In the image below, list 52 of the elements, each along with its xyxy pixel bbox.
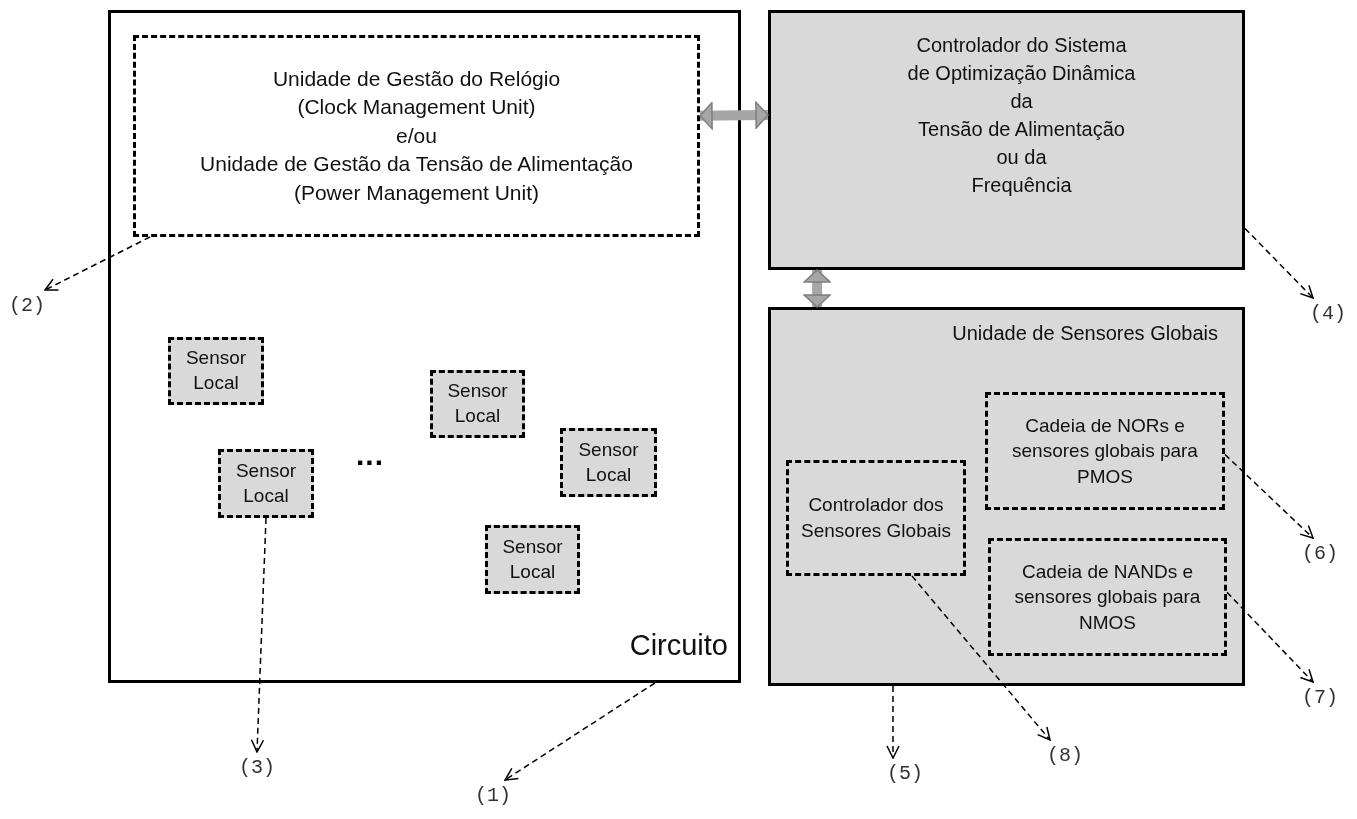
dashed-box — [133, 35, 700, 237]
block-label: Controlador do Sistema — [916, 33, 1127, 58]
block-label: Unidade de Gestão do Relógio — [272, 66, 561, 93]
block-label: Unidade de Gestão da Tensão de Alimentação — [200, 151, 633, 178]
callout-number: (3) — [232, 752, 282, 782]
leader-line — [1224, 453, 1314, 539]
dashed-box — [988, 538, 1227, 656]
leader-line — [44, 236, 151, 291]
leader-line — [1244, 227, 1314, 299]
callout-number: (6) — [1295, 538, 1345, 568]
sensor-box — [485, 525, 580, 594]
block-label: Frequência — [971, 173, 1072, 198]
callout-number: (2) — [2, 290, 52, 320]
block-label: (Clock Management Unit) — [297, 94, 536, 121]
callout-number: (4) — [1303, 298, 1353, 328]
leader-line — [911, 575, 1051, 741]
block-title: Circuito — [629, 629, 728, 662]
dashed-box — [786, 460, 966, 576]
sensor-box — [218, 449, 314, 518]
block-label: da — [1010, 89, 1033, 114]
block-label: Cadeia de NANDs e sensores globais para NMOS — [1013, 559, 1202, 635]
block-label: Sensor Local — [184, 346, 248, 395]
block-title: Unidade de Sensores Globais — [952, 322, 1218, 345]
sensor-box — [430, 370, 525, 438]
block-label: Sensor Local — [577, 437, 640, 487]
leader-line — [250, 517, 267, 753]
leader-line — [504, 682, 656, 781]
ellipsis: ... — [356, 440, 384, 470]
double-arrow — [803, 269, 831, 308]
block-label: Sensor Local — [446, 379, 509, 428]
callout-number: (7) — [1295, 682, 1345, 712]
sensor-unit-box — [768, 307, 1245, 686]
block-label: Tensão de Alimentação — [918, 117, 1125, 142]
double-arrow — [699, 101, 769, 130]
sensor-box — [168, 337, 264, 405]
leader-line — [1226, 591, 1314, 683]
leader-line — [886, 685, 900, 759]
block-label: de Optimização Dinâmica — [907, 61, 1136, 86]
callout-number: (5) — [880, 758, 930, 788]
sensor-box — [560, 428, 657, 497]
circuit-box — [108, 10, 741, 683]
block-label: ou da — [996, 145, 1047, 170]
block-label: Cadeia de NORs e sensores globais para PMOS — [1011, 413, 1199, 489]
block-label: e/ou — [396, 122, 437, 149]
callout-number: (1) — [468, 780, 518, 810]
dashed-box — [985, 392, 1225, 510]
block-label: Sensor Local — [234, 458, 298, 508]
block-label: Sensor Local — [501, 534, 564, 584]
controller-box — [768, 10, 1245, 270]
block-label: Controlador dos Sensores Globais — [800, 493, 952, 543]
callout-number: (8) — [1040, 740, 1090, 770]
block-label: (Power Management Unit) — [293, 179, 540, 206]
